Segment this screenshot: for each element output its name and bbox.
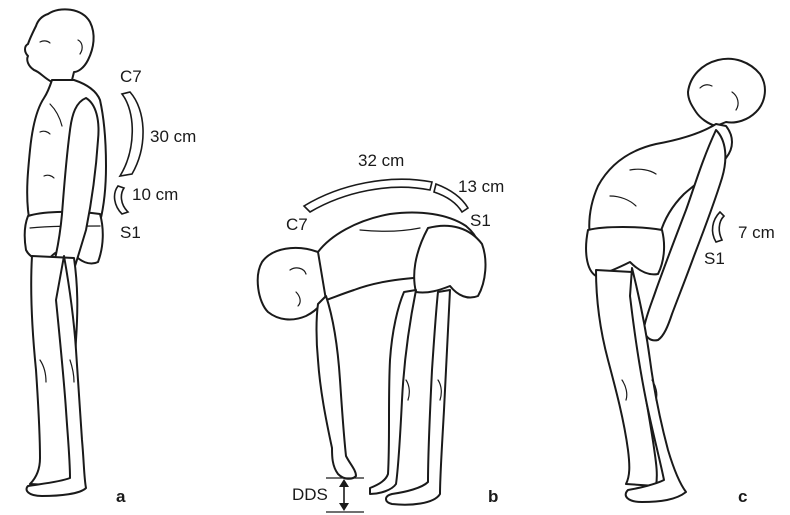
panel-a: C7 30 cm 10 cm S1 a <box>25 9 197 506</box>
lower-spine-measure-flexed: 13 cm <box>458 177 504 196</box>
spine-arc-upper <box>120 92 143 176</box>
upper-spine-measure: 30 cm <box>150 127 196 146</box>
spine-arc-lumbar-extended <box>713 212 724 242</box>
spine-arc-upper-flexed <box>304 179 432 212</box>
panel-letter-b: b <box>488 487 498 506</box>
s1-label-flexed: S1 <box>470 211 491 230</box>
extended-figure <box>586 59 765 502</box>
spine-arc-lower <box>115 186 128 214</box>
standing-figure <box>25 9 106 496</box>
fingertip-floor-distance-marker <box>326 478 364 512</box>
dds-label: DDS <box>292 485 328 504</box>
panel-b: 32 cm 13 cm C7 S1 DDS b <box>258 151 505 512</box>
panel-letter-c: c <box>738 487 747 506</box>
lumbar-measure-extended: 7 cm <box>738 223 775 242</box>
s1-label: S1 <box>120 223 141 242</box>
c7-label: C7 <box>120 67 142 86</box>
upper-spine-measure-flexed: 32 cm <box>358 151 404 170</box>
c7-label-flexed: C7 <box>286 215 308 234</box>
panel-c: 7 cm S1 c <box>586 59 775 506</box>
lower-spine-measure: 10 cm <box>132 185 178 204</box>
s1-label-extended: S1 <box>704 249 725 268</box>
flexed-figure <box>258 213 486 505</box>
panel-letter-a: a <box>116 487 126 506</box>
